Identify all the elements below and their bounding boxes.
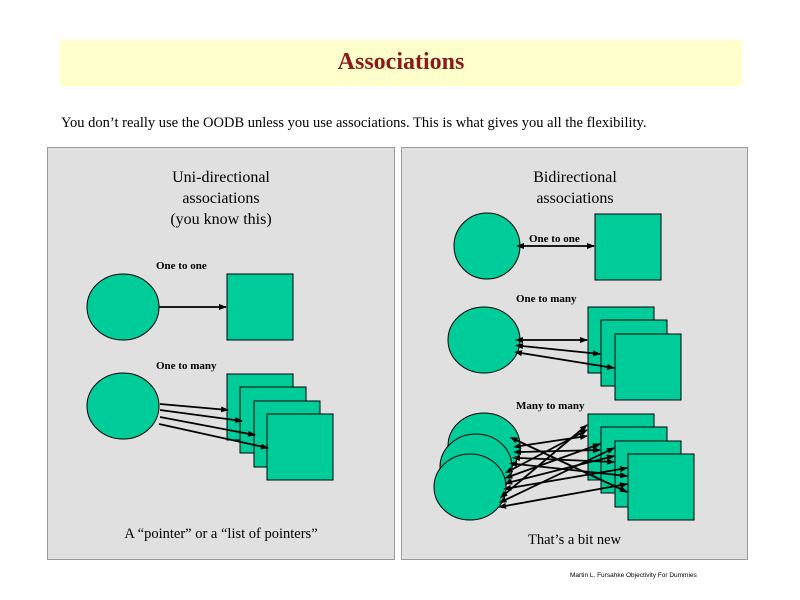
object-circle — [453, 212, 521, 280]
heading-line: Uni-directional — [172, 169, 270, 186]
right-one-to-one-label: One to one — [529, 233, 580, 245]
pointer-arrow — [509, 437, 628, 493]
left-caption: A “pointer” or a “list of pointers” — [124, 526, 318, 542]
pointer-arrow — [514, 350, 615, 370]
heading-line: associations — [182, 190, 260, 207]
slide-subtitle: You don’t really use the OODB unless you… — [61, 115, 647, 131]
right-one-to-many-label: One to many — [516, 293, 577, 305]
pointer-arrow — [498, 482, 628, 509]
heading-line: associations — [536, 190, 614, 207]
heading-line: (you know this) — [170, 211, 272, 228]
object-square — [266, 413, 334, 481]
right-caption: That’s a bit new — [527, 532, 622, 548]
object-circle — [447, 306, 521, 374]
pointer-arrow — [159, 403, 229, 413]
object-square — [627, 453, 695, 521]
object-circle — [86, 273, 160, 341]
slide-title: Associations — [337, 49, 465, 75]
object-square — [614, 333, 682, 401]
pointer-arrow — [159, 416, 256, 437]
heading-line: Bidirectional — [533, 169, 617, 186]
object-square — [226, 273, 294, 341]
pointer-arrow — [158, 423, 269, 450]
left-one-to-many-label: One to many — [156, 360, 217, 372]
right-many-to-many-label: Many to many — [516, 400, 585, 412]
object-circle — [433, 453, 507, 521]
unidirectional-heading: Uni-directional associations (you know t… — [121, 167, 321, 230]
title-banner — [60, 40, 742, 86]
object-square — [594, 213, 662, 281]
footer-credit: Martin L. Fursahke Objectivity For Dummi… — [570, 572, 697, 579]
pointer-arrow — [513, 434, 588, 449]
bidirectional-heading: Bidirectional associations — [475, 167, 675, 209]
left-one-to-one-label: One to one — [156, 260, 207, 272]
unidirectional-panel — [47, 147, 395, 560]
object-circle — [86, 372, 160, 440]
pointer-arrow — [159, 409, 243, 424]
